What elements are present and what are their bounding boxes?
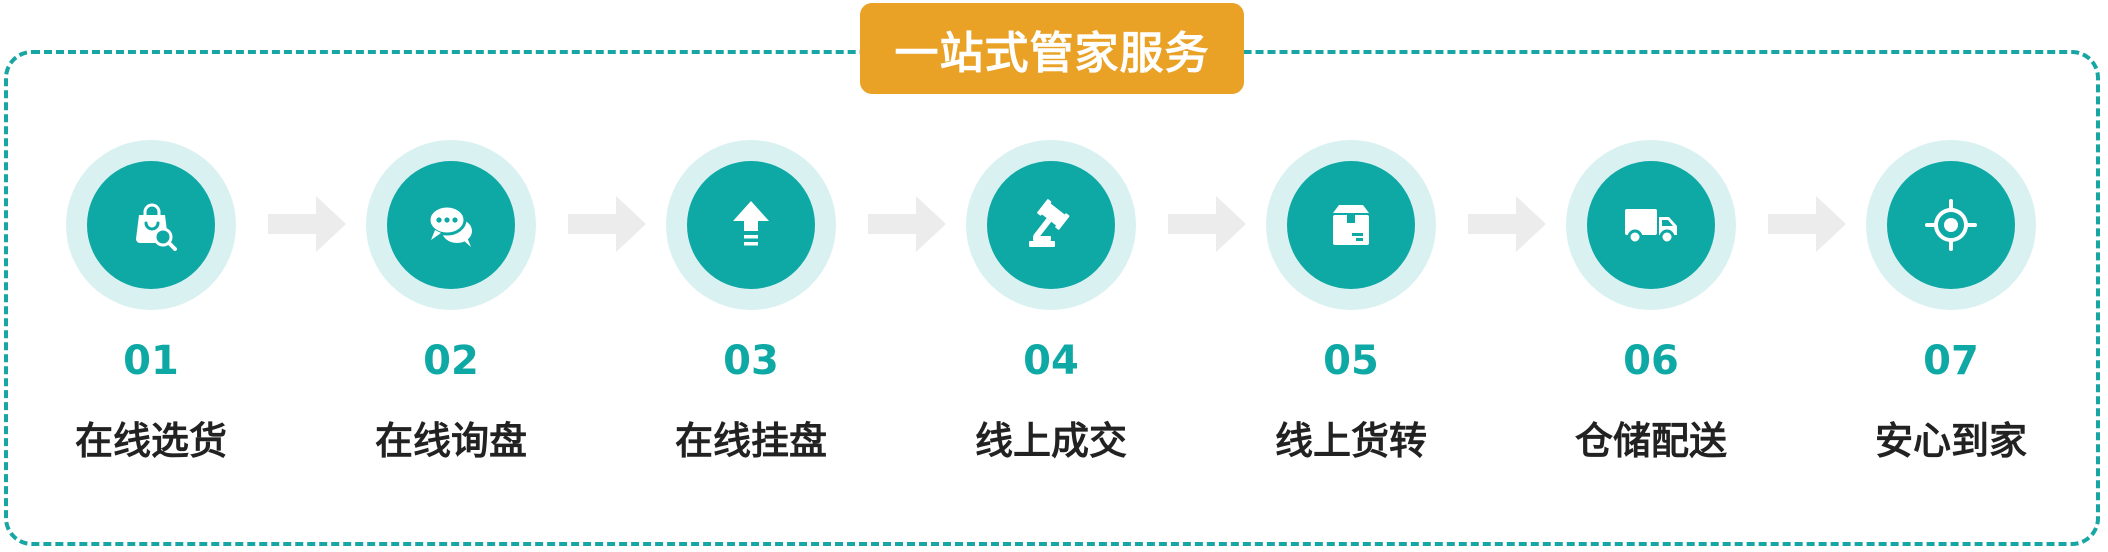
step-number: 03 bbox=[723, 338, 779, 384]
icon-circle bbox=[1587, 161, 1715, 289]
step-label: 仓储配送 bbox=[1574, 419, 1727, 463]
arrow-right-icon bbox=[268, 196, 346, 252]
step-6: 06 仓储配送 bbox=[1521, 140, 1781, 480]
arrow-right-icon bbox=[568, 196, 646, 252]
icon-circle bbox=[1887, 161, 2015, 289]
title-badge: 一站式管家服务 bbox=[860, 3, 1244, 94]
step-label: 在线选货 bbox=[74, 419, 227, 463]
arrow-right-icon bbox=[1468, 196, 1546, 252]
step-label: 在线询盘 bbox=[374, 419, 527, 463]
step-4: 04 线上成交 bbox=[921, 140, 1181, 480]
gavel-icon bbox=[1029, 199, 1070, 247]
icon-circle bbox=[687, 161, 815, 289]
step-number: 01 bbox=[123, 338, 179, 384]
arrow-right-icon bbox=[868, 196, 946, 252]
icon-circle bbox=[387, 161, 515, 289]
step-1: 01 在线选货 bbox=[21, 140, 281, 480]
icon-circle bbox=[1287, 161, 1415, 289]
icon-circle bbox=[987, 161, 1115, 289]
step-number: 05 bbox=[1323, 338, 1379, 384]
step-number: 06 bbox=[1623, 338, 1679, 384]
step-number: 07 bbox=[1923, 338, 1979, 384]
step-label: 安心到家 bbox=[1874, 419, 2027, 463]
step-label: 线上成交 bbox=[974, 419, 1127, 463]
arrow-right-icon bbox=[1768, 196, 1846, 252]
chat-bubbles-icon bbox=[427, 204, 472, 247]
delivery-truck-icon bbox=[1625, 209, 1677, 245]
step-number: 02 bbox=[423, 338, 479, 384]
step-3: 03 在线挂盘 bbox=[621, 140, 881, 480]
step-label: 在线挂盘 bbox=[674, 419, 827, 463]
step-2: 02 在线询盘 bbox=[321, 140, 581, 480]
target-icon bbox=[1925, 199, 1977, 251]
step-label: 线上货转 bbox=[1274, 419, 1427, 463]
icon-circle bbox=[87, 161, 215, 289]
upload-arrow-icon bbox=[733, 201, 769, 246]
step-5: 05 线上货转 bbox=[1221, 140, 1481, 480]
box-icon bbox=[1333, 205, 1369, 245]
step-7: 07 安心到家 bbox=[1821, 140, 2081, 480]
arrow-right-icon bbox=[1168, 196, 1246, 252]
shopping-bag-search-icon bbox=[136, 203, 177, 251]
step-number: 04 bbox=[1023, 338, 1079, 384]
